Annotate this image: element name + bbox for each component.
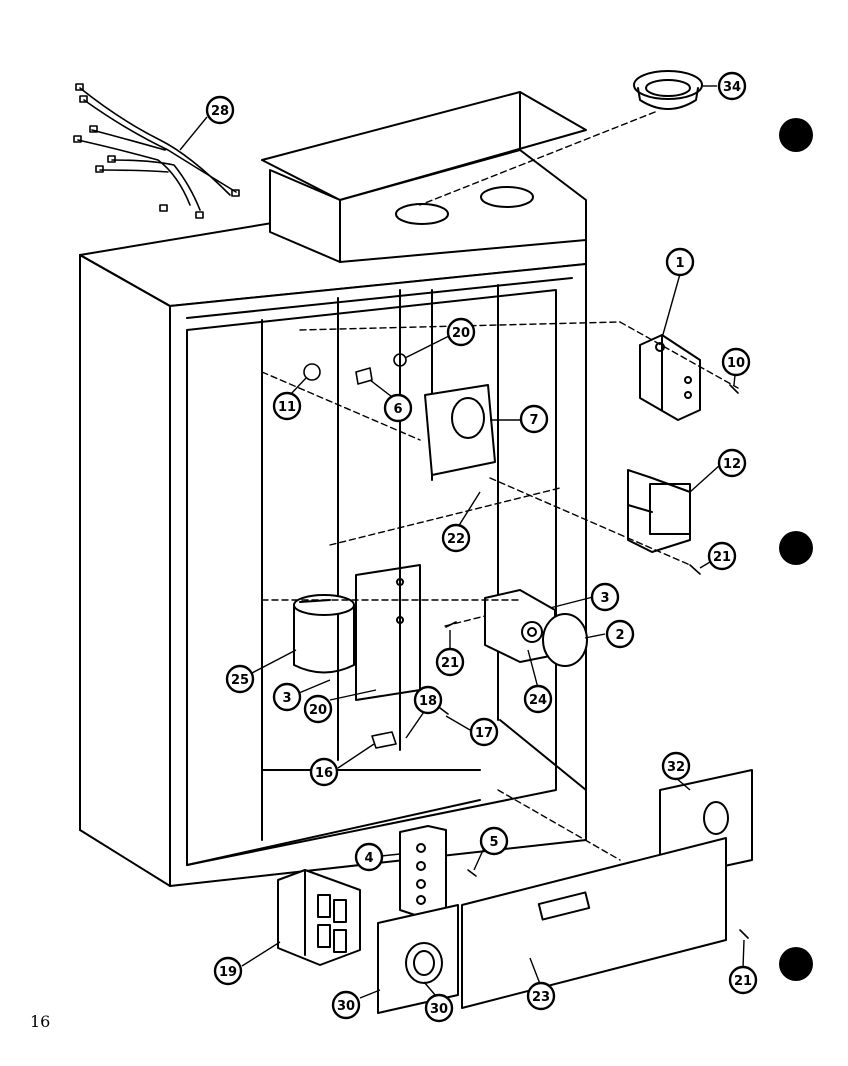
callout-label: 12 xyxy=(723,457,741,472)
callout-label: 6 xyxy=(393,402,402,417)
callout-10: 10 xyxy=(721,347,751,377)
callout-30-b: 30 xyxy=(424,993,454,1023)
callout-3-b: 3 xyxy=(272,682,302,712)
callout-16: 16 xyxy=(309,757,339,787)
callout-label: 28 xyxy=(211,104,229,119)
hardware xyxy=(303,353,749,939)
part-25-capacitor xyxy=(293,594,355,674)
callout-19: 19 xyxy=(213,956,243,986)
callout-label: 21 xyxy=(713,550,731,565)
callout-label: 21 xyxy=(441,656,459,671)
callout-21-a: 21 xyxy=(707,541,737,571)
callout-12: 12 xyxy=(717,448,747,478)
callout-7: 7 xyxy=(519,404,549,434)
page-number: 16 xyxy=(30,1012,51,1031)
callout-23: 23 xyxy=(526,981,556,1011)
callouts: 34 28 1 20 10 11 6 7 12 22 21 3 2 21 24 … xyxy=(205,71,758,1023)
callout-21-c: 21 xyxy=(728,965,758,995)
part-2-motor xyxy=(484,589,588,667)
registration-marks xyxy=(779,118,813,981)
part-28-wiring-harness xyxy=(73,83,240,219)
callout-label: 23 xyxy=(532,990,550,1005)
part-19-contactor xyxy=(277,869,361,966)
top-duct xyxy=(261,91,587,263)
callout-label: 10 xyxy=(727,356,745,371)
callout-label: 24 xyxy=(529,693,547,708)
callout-label: 7 xyxy=(529,413,538,428)
callout-label: 17 xyxy=(475,726,493,741)
callout-22: 22 xyxy=(441,523,471,553)
callout-30-a: 30 xyxy=(331,990,361,1020)
callout-label: 34 xyxy=(723,80,741,95)
callout-17: 17 xyxy=(469,717,499,747)
callout-label: 18 xyxy=(419,694,437,709)
callout-label: 30 xyxy=(430,1002,448,1017)
callout-5: 5 xyxy=(479,826,509,856)
callout-32: 32 xyxy=(661,751,691,781)
callout-label: 5 xyxy=(489,835,498,850)
callout-4: 4 xyxy=(354,842,384,872)
callout-11: 11 xyxy=(272,391,302,421)
callout-label: 2 xyxy=(615,628,624,643)
callout-25: 25 xyxy=(225,664,255,694)
callout-3-a: 3 xyxy=(590,582,620,612)
callout-21-b: 21 xyxy=(435,647,465,677)
callout-label: 32 xyxy=(667,760,685,775)
callout-label: 1 xyxy=(675,256,684,271)
callout-2: 2 xyxy=(605,619,635,649)
callout-label: 16 xyxy=(315,766,333,781)
part-12-transformer xyxy=(627,469,691,553)
callout-label: 3 xyxy=(600,591,609,606)
cabinet xyxy=(79,207,587,887)
callout-34: 34 xyxy=(717,71,747,101)
callout-label: 19 xyxy=(219,965,237,980)
callout-1: 1 xyxy=(665,247,695,277)
callout-20-b: 20 xyxy=(303,694,333,724)
part-30-plate xyxy=(377,904,459,1014)
part-7-control xyxy=(424,384,496,476)
callout-label: 3 xyxy=(282,691,291,706)
callout-18: 18 xyxy=(413,685,443,715)
callout-28: 28 xyxy=(205,95,235,125)
part-1-relay xyxy=(639,334,701,421)
part-34-grommet xyxy=(633,70,703,110)
part-23-cover xyxy=(461,837,727,1009)
callout-20: 20 xyxy=(446,317,476,347)
part-4-terminal-block xyxy=(399,825,447,917)
callout-label: 20 xyxy=(309,703,327,718)
callout-label: 4 xyxy=(364,851,373,866)
callout-label: 20 xyxy=(452,326,470,341)
callout-6: 6 xyxy=(383,393,413,423)
callout-label: 22 xyxy=(447,532,465,547)
callout-label: 25 xyxy=(231,673,249,688)
callout-24: 24 xyxy=(523,684,553,714)
callout-label: 30 xyxy=(337,999,355,1014)
callout-label: 11 xyxy=(278,400,296,415)
callout-label: 21 xyxy=(734,974,752,989)
